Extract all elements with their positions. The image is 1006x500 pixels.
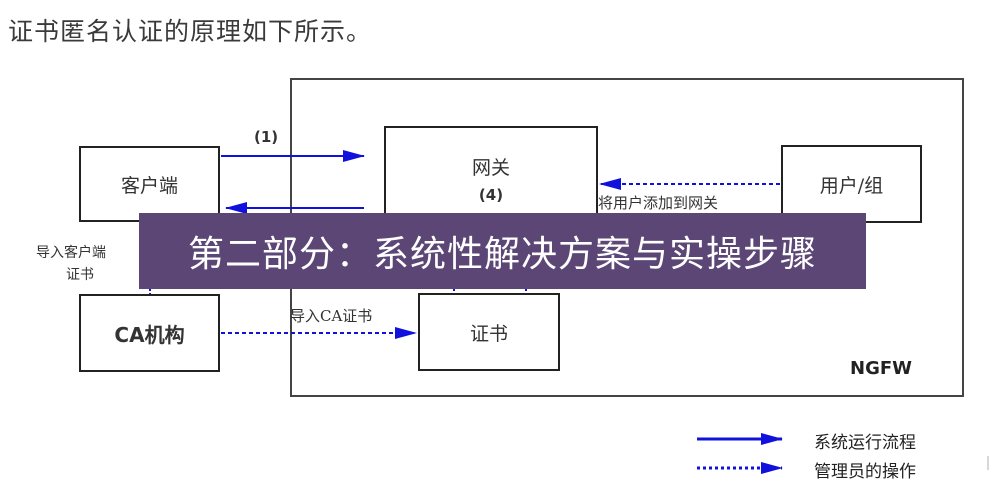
legend-solid-label: 系统运行流程 [814,433,916,453]
ca-node-label: CA机构 [114,322,185,347]
user-group-node: 用户/组 [781,145,922,223]
edge-divider [987,456,989,470]
section-title: 第二部分：系统性解决方案与实操步骤 [187,234,817,275]
user-group-node-label: 用户/组 [819,174,884,197]
gateway-step-label: (4) [478,185,504,204]
page-heading: 证书匿名认证的原理如下所示。 [8,17,373,46]
step1-label: (1) [254,128,279,146]
import-client-cert-label-line1: 导入客户端 [36,245,106,261]
legend-dotted-label: 管理员的操作 [814,462,916,482]
gateway-node: 网关 (4) [384,126,598,230]
gateway-node-label: 网关 [471,156,510,179]
import-ca-cert-label: 导入CA证书 [290,307,373,325]
import-client-cert-label-line2: 证书 [66,267,94,283]
ngfw-label: NGFW [850,358,912,379]
ca-node: CA机构 [79,294,220,372]
section-title-overlay: 第二部分：系统性解决方案与实操步骤 [139,213,866,289]
add-user-label: 将用户添加到网关 [598,194,719,212]
client-node-label: 客户端 [120,174,178,197]
certificate-node: 证书 [418,293,560,371]
certificate-node-label: 证书 [469,322,508,345]
